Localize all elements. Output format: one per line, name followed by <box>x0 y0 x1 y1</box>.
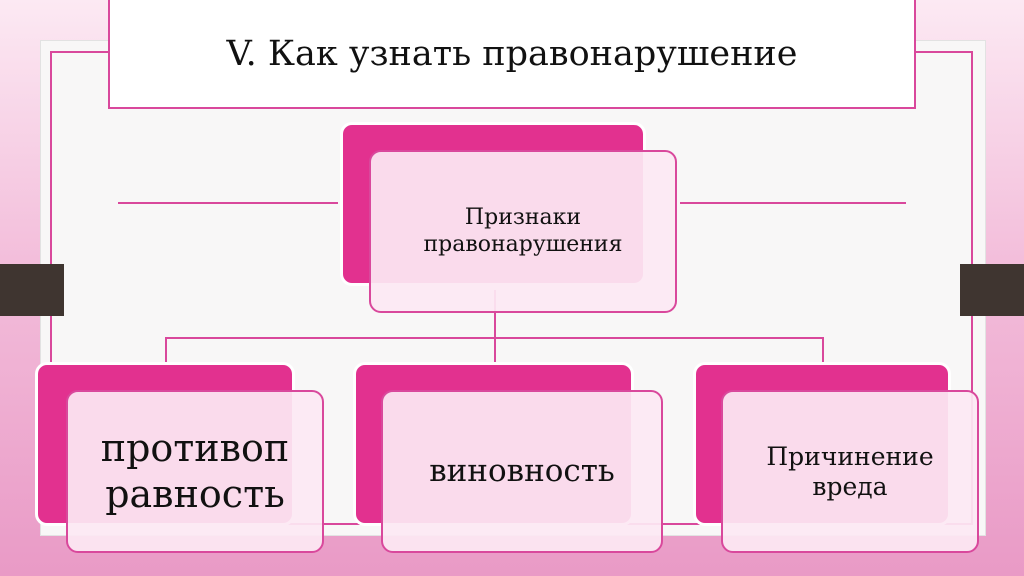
connector <box>494 290 496 338</box>
slide-title: V. Как узнать правонарушение <box>108 0 916 109</box>
node-label: вреда <box>812 471 888 501</box>
node-label: равность <box>105 471 285 516</box>
node-label: виновность <box>429 452 615 489</box>
decor-line-left <box>118 202 338 204</box>
connector <box>165 337 167 363</box>
root-label: правонарушения <box>423 231 623 257</box>
right-tab <box>960 264 1024 316</box>
connector <box>822 337 824 363</box>
node-guilt: виновность <box>381 390 663 553</box>
node-label: противоп <box>100 425 290 470</box>
connector <box>494 337 496 363</box>
left-tab <box>0 264 64 316</box>
node-label: Причинение <box>766 441 934 471</box>
decor-line-right <box>680 202 906 204</box>
root-label: Признаки <box>464 205 582 231</box>
